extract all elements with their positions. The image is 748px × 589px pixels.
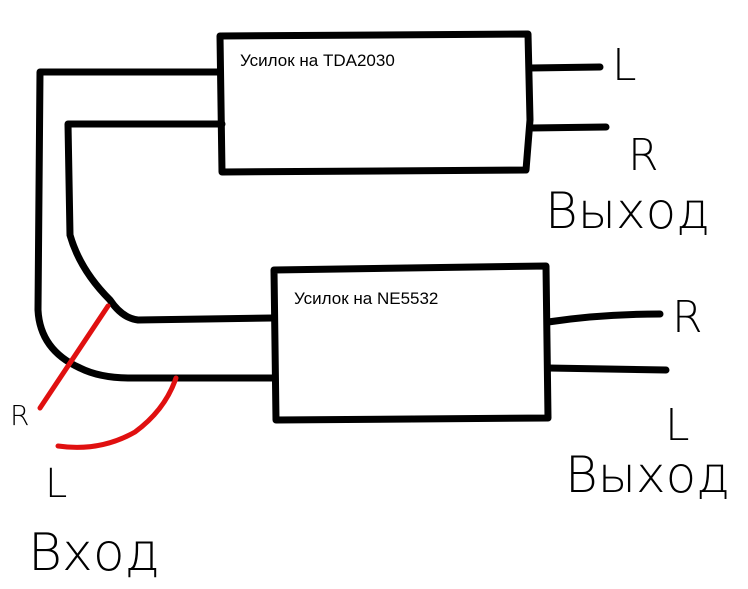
amp-top-box: [216, 30, 534, 176]
amp-top-output-label: Выход: [545, 182, 710, 240]
wire-inner: [64, 120, 276, 324]
input-r-wire: [37, 303, 111, 411]
amp-bottom-output-label: Выход: [565, 446, 730, 504]
amp-bottom-out-l: L: [665, 400, 690, 451]
amp-bottom-label: Усилок на NE5532: [294, 289, 438, 308]
input-l-label: L: [45, 461, 67, 507]
amp-top-label: Усилок на TDA2030: [240, 51, 395, 70]
amp-top-out-r: R: [628, 130, 659, 181]
amp-top-output-r-wire: [526, 123, 610, 132]
amp-top-output-l-wire: [526, 63, 604, 72]
amp-bottom-output-l-wire: [544, 364, 670, 374]
amp-bottom-output-r-wire: [544, 310, 664, 326]
amp-bottom-out-r: R: [672, 292, 703, 343]
input-label: Вход: [28, 523, 160, 583]
amp-top-out-l: L: [612, 40, 637, 91]
wire-outer: [34, 68, 276, 382]
input-r-label: R: [10, 399, 29, 432]
amp-bottom-box: [270, 262, 552, 424]
input-l-wire: [55, 375, 179, 450]
